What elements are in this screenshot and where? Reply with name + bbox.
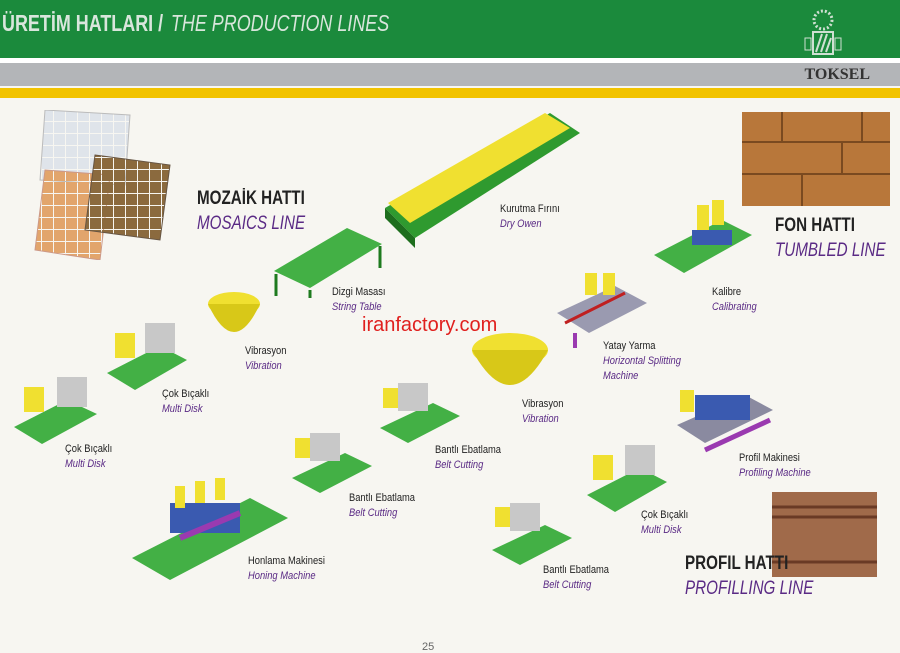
belt-cutting-machine bbox=[292, 433, 372, 493]
tumbled-line-title: FON HATTI TUMBLED LINE bbox=[775, 213, 886, 263]
title-separator: / bbox=[158, 10, 164, 36]
divider bbox=[0, 58, 900, 63]
horizontal-splitting-machine bbox=[557, 273, 647, 348]
yellow-band bbox=[0, 88, 900, 98]
mosaic-tiles-image bbox=[34, 110, 171, 260]
header-bar bbox=[0, 0, 900, 58]
dry-oven-machine bbox=[385, 113, 580, 248]
honing-machine bbox=[132, 478, 288, 580]
multi-disk-machine bbox=[107, 323, 187, 390]
multi-disk-machine bbox=[14, 377, 97, 444]
line-title-en: TUMBLED LINE bbox=[775, 240, 886, 261]
profiling-machine bbox=[677, 390, 773, 453]
multi-disk-machine bbox=[587, 445, 667, 512]
profiling-line-title: PROFIL HATTI PROFILLING LINE bbox=[685, 551, 813, 601]
title-tr: ÜRETİM HATLARI bbox=[2, 10, 154, 36]
vibration-bowl bbox=[472, 333, 548, 385]
page-number: 25 bbox=[422, 641, 435, 653]
tumbled-stone-image bbox=[742, 112, 890, 206]
title-en: THE PRODUCTION LINES bbox=[170, 10, 390, 36]
line-title-tr: PROFIL HATTI bbox=[685, 553, 789, 574]
brand-name: TOKSEL bbox=[804, 66, 870, 83]
line-title-en: MOSAICS LINE bbox=[197, 213, 306, 234]
company-logo-icon bbox=[804, 9, 842, 55]
belt-cutting-machine bbox=[380, 383, 460, 443]
mosaics-line-title: MOZAİK HATTI MOSAICS LINE bbox=[197, 186, 305, 236]
belt-cutting-machine bbox=[492, 503, 572, 565]
page-title: ÜRETİM HATLARI /THE PRODUCTION LINES bbox=[2, 10, 389, 37]
line-title-tr: FON HATTI bbox=[775, 215, 855, 236]
string-table bbox=[274, 228, 382, 298]
line-title-en: PROFILLING LINE bbox=[685, 578, 814, 599]
calibrating-machine bbox=[654, 200, 752, 273]
vibration-bowl bbox=[208, 292, 260, 332]
gray-band bbox=[0, 63, 900, 86]
profile-stone-image bbox=[772, 492, 877, 577]
watermark: iranfactory.com bbox=[362, 314, 498, 336]
line-title-tr: MOZAİK HATTI bbox=[197, 188, 305, 209]
